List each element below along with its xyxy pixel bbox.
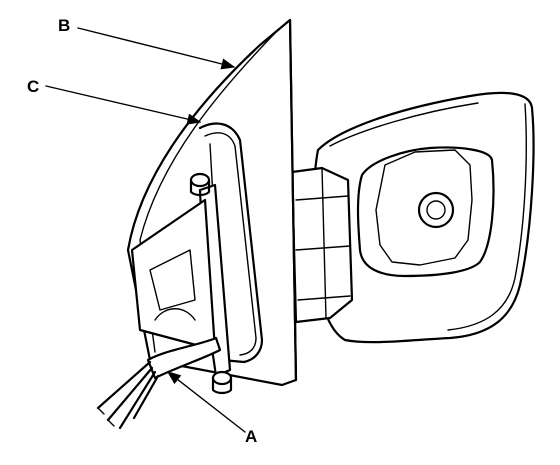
inner-cover bbox=[130, 183, 232, 378]
mirror-housing bbox=[312, 91, 535, 344]
wire-harness bbox=[96, 336, 222, 430]
callout-label-c: C bbox=[27, 77, 40, 96]
mounting-stud-upper bbox=[189, 172, 211, 197]
mirror-arm bbox=[290, 166, 354, 324]
leader-line-a bbox=[166, 371, 246, 433]
mounting-stud-lower bbox=[211, 370, 233, 395]
leader-line-b bbox=[77, 27, 236, 70]
callout-label-a: A bbox=[245, 427, 258, 446]
callout-label-b: B bbox=[58, 16, 71, 35]
leader-line-c bbox=[45, 85, 202, 125]
